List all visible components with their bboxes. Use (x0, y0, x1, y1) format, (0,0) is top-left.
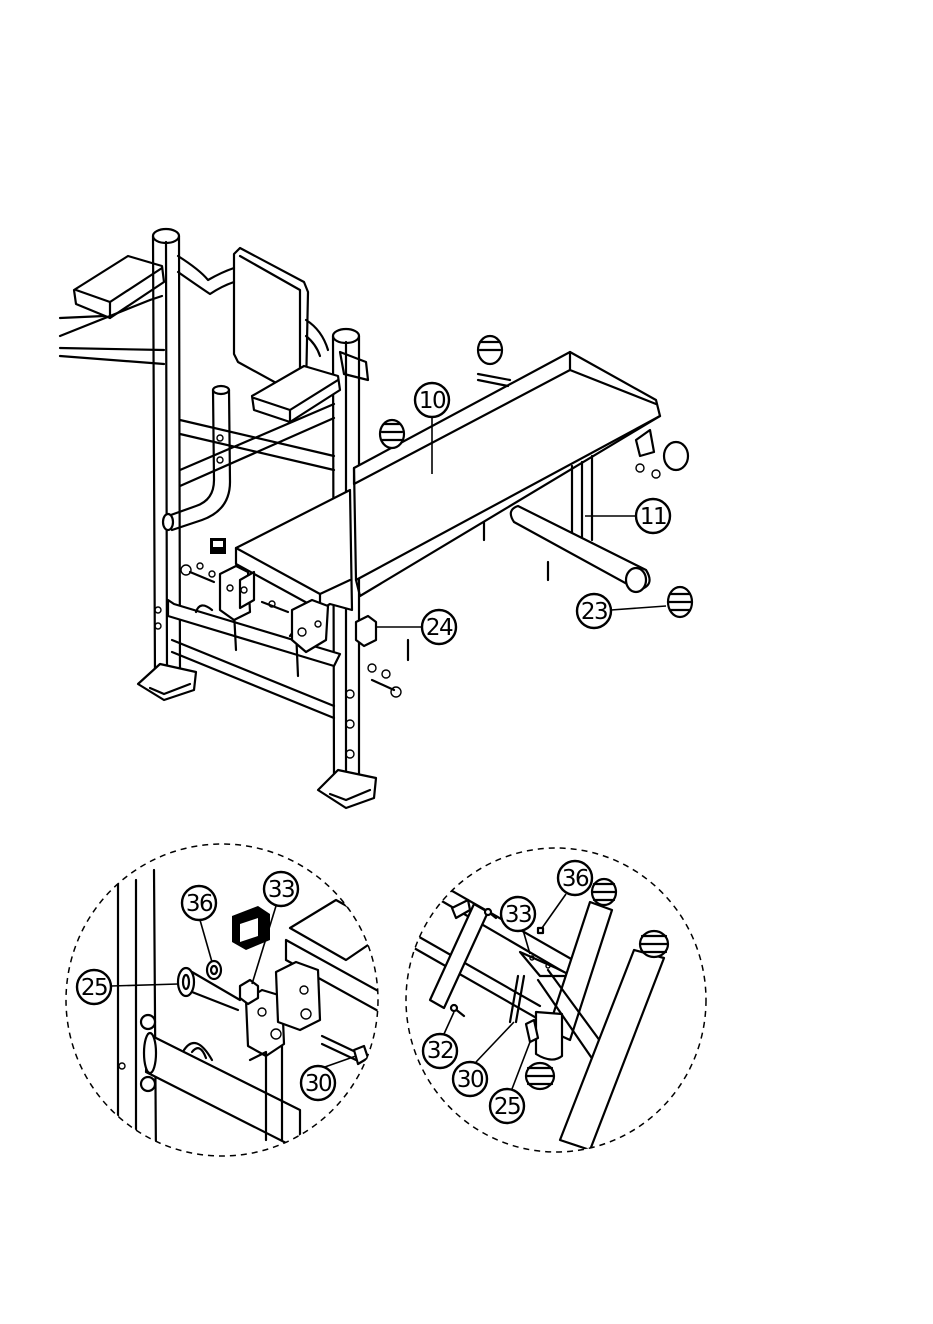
arm-pad-left (60, 256, 164, 364)
callout-10: 10 (419, 388, 446, 414)
callout-24: 24 (426, 615, 453, 641)
callout-11: 11 (640, 504, 666, 530)
detail-view-left (66, 844, 390, 1160)
callout-30-right: 30 (457, 1067, 484, 1093)
callout-33-right: 33 (505, 902, 531, 928)
callout-25-left: 25 (81, 975, 107, 1001)
callout-36-left: 36 (186, 891, 213, 917)
callout-30-left: 30 (305, 1071, 332, 1097)
main-exploded-view (60, 229, 692, 808)
callout-33-left: 33 (268, 877, 294, 903)
cross-bars (180, 404, 334, 486)
callout-25-right: 25 (494, 1094, 520, 1120)
callout-36-right: 36 (562, 866, 589, 892)
upright-post-left (138, 229, 196, 700)
callout-23: 23 (581, 599, 607, 625)
callout-32-right: 32 (427, 1038, 453, 1064)
detail-view-right (400, 848, 706, 1152)
leg-lift-arm (163, 386, 230, 530)
top-curved-bar (178, 256, 234, 294)
